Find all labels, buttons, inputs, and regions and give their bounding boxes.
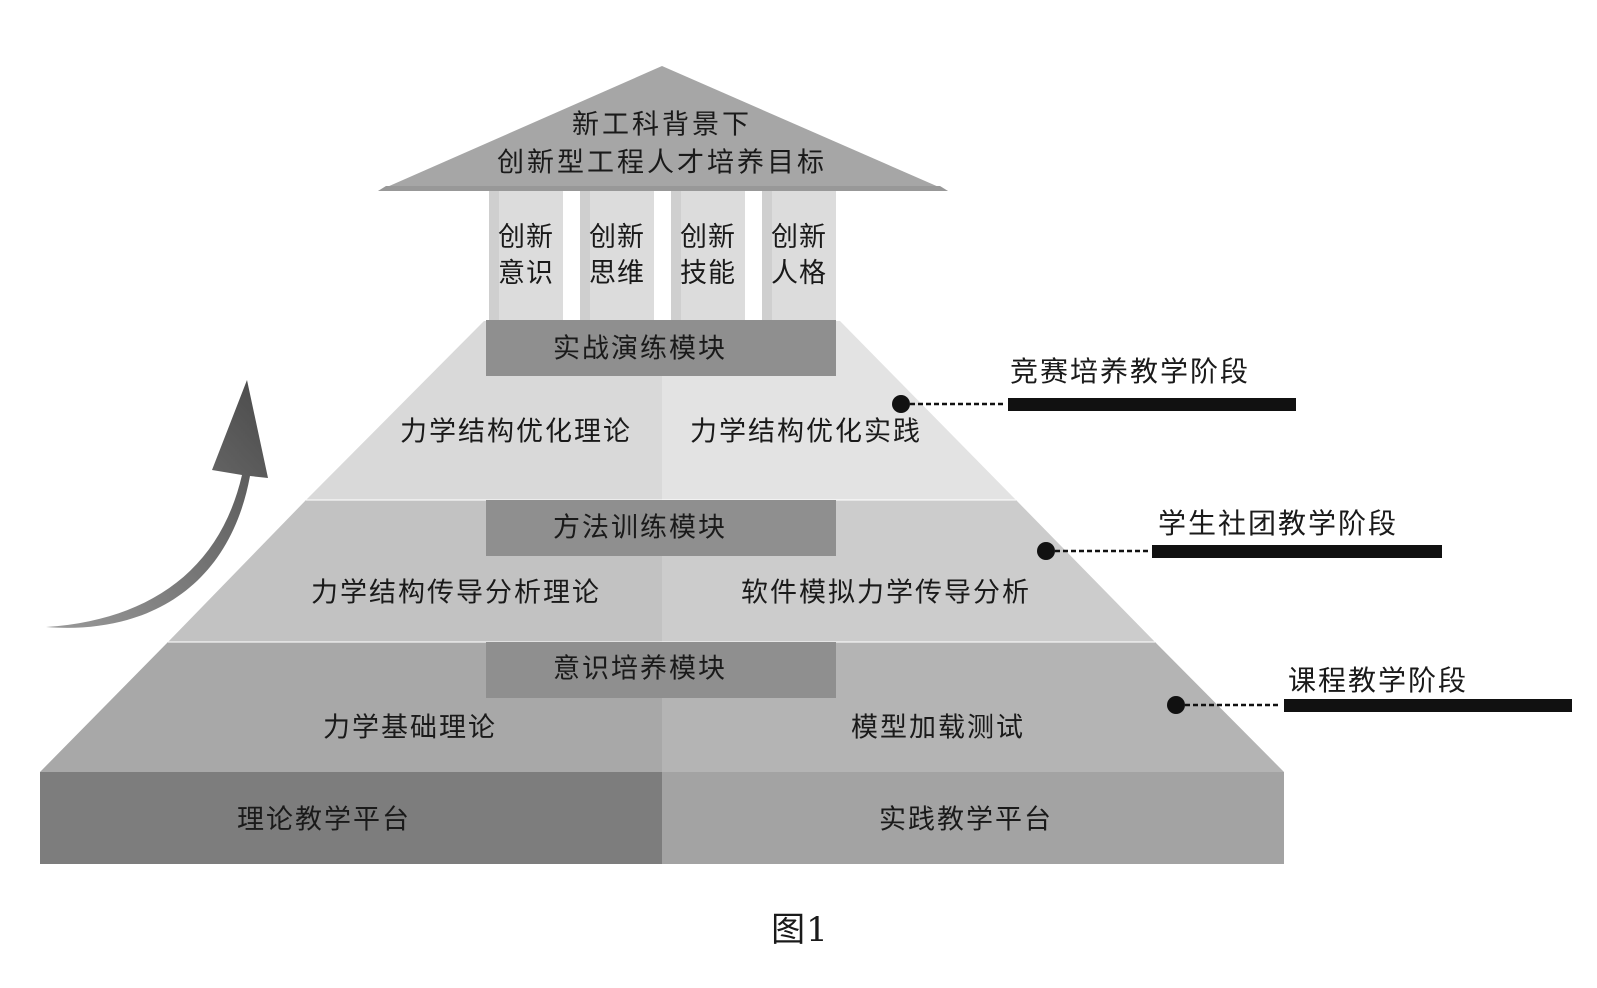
base-left-label: 理论教学平台 (237, 804, 411, 836)
pillar-2-label: 创新 思维 (589, 220, 645, 292)
pillar-4-label: 创新 人格 (771, 220, 827, 292)
module-bar-bottom (486, 642, 836, 698)
module-bottom-label: 意识培养模块 (553, 653, 727, 685)
pillar-2-line-2: 思维 (589, 258, 645, 289)
figure-caption: 图1 (771, 910, 829, 950)
base-right-shape (662, 772, 1284, 864)
module-top-label: 实战演练模块 (553, 333, 727, 365)
pillar-4-shape (762, 191, 836, 321)
pillar-2-line-1: 创新 (589, 222, 645, 253)
tier-top-left-label: 力学结构优化理论 (400, 416, 632, 448)
pillar-1-shade (489, 191, 499, 321)
pillar-4-shade (762, 191, 772, 321)
pillar-3-line-2: 技能 (680, 258, 736, 289)
roof-shade (378, 186, 948, 191)
pillar-2-shade (580, 191, 590, 321)
stage-bar-bottom (1284, 699, 1572, 712)
growth-arrow-icon (46, 380, 268, 628)
pillar-1-label: 创新 意识 (498, 220, 554, 292)
tier-middle-right-label: 软件模拟力学传导分析 (741, 577, 1031, 609)
base-left-shape (40, 772, 662, 864)
stage-dot-bottom (1167, 696, 1185, 714)
stage-dot-top (892, 395, 910, 413)
pillar-1-shape (489, 191, 563, 321)
pillar-4-line-1: 创新 (771, 222, 827, 253)
pillar-3-shade (671, 191, 681, 321)
pillar-1-line-1: 创新 (498, 222, 554, 253)
module-bar-middle (486, 500, 836, 556)
tier-top-right-label: 力学结构优化实践 (690, 416, 922, 448)
stage-bar-top (1008, 398, 1296, 411)
module-bar-top (486, 320, 836, 376)
pillar-3-shape (671, 191, 745, 321)
pillar-4-line-2: 人格 (771, 258, 827, 289)
stage-dot-middle (1037, 542, 1055, 560)
roof-title-line-2: 创新型工程人才培养目标 (497, 147, 827, 179)
roof-shape (378, 66, 948, 191)
stage-label-top: 竞赛培养教学阶段 (1010, 355, 1251, 388)
stage-label-bottom: 课程教学阶段 (1288, 664, 1469, 697)
stage-label-middle: 学生社团教学阶段 (1158, 507, 1399, 540)
base-right-label: 实践教学平台 (879, 804, 1053, 836)
module-middle-label: 方法训练模块 (553, 512, 727, 544)
pillar-1-line-2: 意识 (498, 258, 554, 289)
roof-title-line-1: 新工科背景下 (572, 109, 752, 141)
pillar-3-line-1: 创新 (680, 222, 736, 253)
pillar-3-label: 创新 技能 (680, 220, 736, 292)
stage-bar-middle (1152, 545, 1442, 558)
pillar-2-shape (580, 191, 654, 321)
tier-bottom-left-label: 力学基础理论 (323, 712, 497, 744)
tier-bottom-right-label: 模型加载测试 (851, 712, 1025, 744)
tier-middle-left-label: 力学结构传导分析理论 (311, 577, 601, 609)
